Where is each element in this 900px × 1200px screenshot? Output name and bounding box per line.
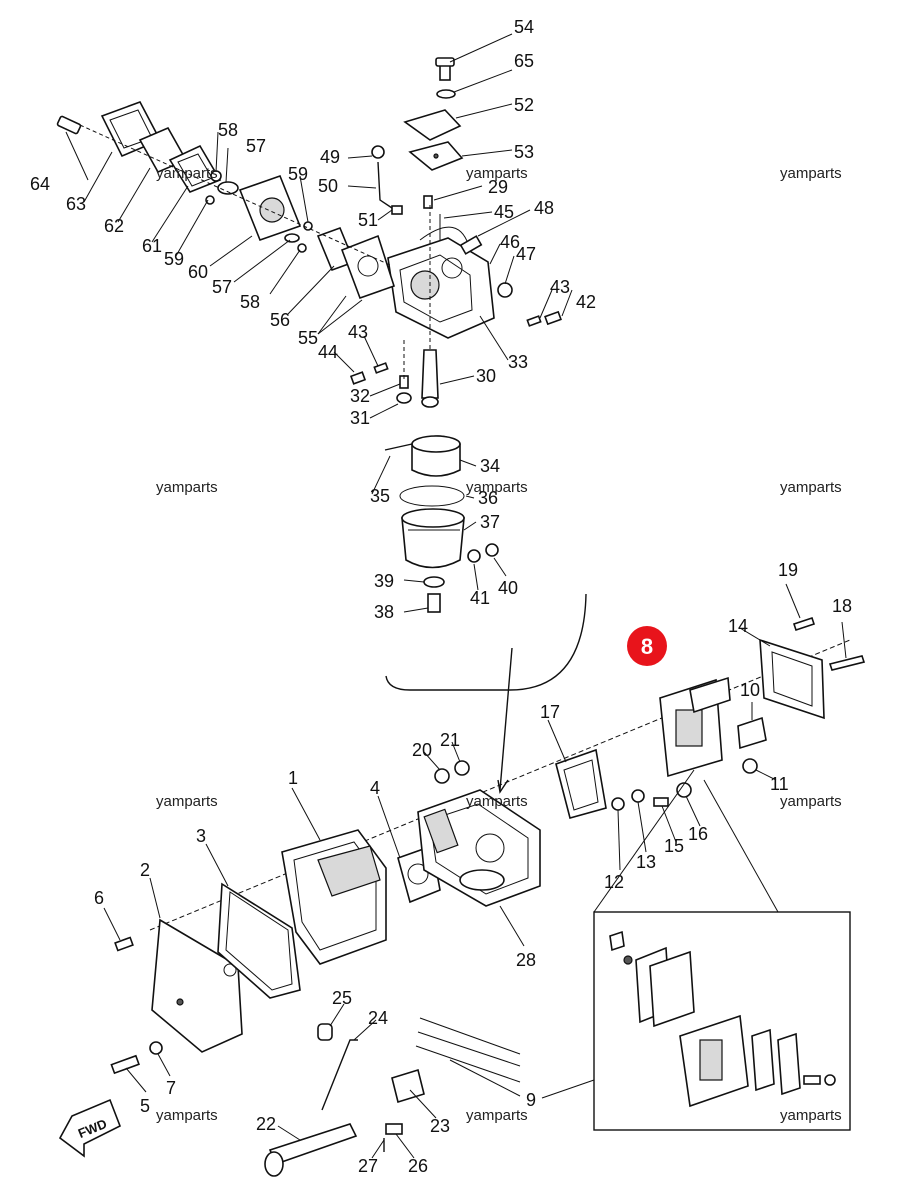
callout-13: 13 [636,852,656,872]
callout-43-right: 43 [550,277,570,297]
callout-56: 56 [270,310,290,330]
callout-labels: 54 65 52 53 29 45 48 46 47 43 42 33 30 4… [30,17,852,1176]
callout-15: 15 [664,836,684,856]
watermark-text: yamparts [780,793,842,810]
callout-7: 7 [166,1078,176,1098]
callout-63: 63 [66,194,86,214]
callout-28: 28 [516,950,536,970]
watermark-text: yamparts [156,165,218,182]
watermark-text: yamparts [466,165,528,182]
callout-22: 22 [256,1114,276,1134]
watermark-text: yamparts [780,1107,842,1124]
callout-9: 9 [526,1090,536,1110]
fwd-arrow-icon [58,1098,122,1158]
callout-59-right: 59 [288,164,308,184]
callout-50: 50 [318,176,338,196]
callout-43-left: 43 [348,322,368,342]
callout-52: 52 [514,95,534,115]
watermark-text: yamparts [156,793,218,810]
callout-24: 24 [368,1008,388,1028]
callout-33: 33 [508,352,528,372]
callout-29: 29 [488,177,508,197]
callout-37: 37 [480,512,500,532]
watermark-text: yamparts [156,479,218,496]
watermark-text: yamparts [466,1107,528,1124]
callout-34: 34 [480,456,500,476]
callout-2: 2 [140,860,150,880]
callout-38: 38 [374,602,394,622]
callout-10: 10 [740,680,760,700]
callout-1: 1 [288,768,298,788]
callout-27: 27 [358,1156,378,1176]
callout-32: 32 [350,386,370,406]
upper-left-flange-parts [56,101,395,300]
callout-47: 47 [516,244,536,264]
callout-49: 49 [320,147,340,167]
callout-31: 31 [350,408,370,428]
callout-5: 5 [140,1096,150,1116]
callout-57-bottom: 57 [212,277,232,297]
callout-17: 17 [540,702,560,722]
callout-30: 30 [476,366,496,386]
callout-65: 65 [514,51,534,71]
callout-46: 46 [500,232,520,252]
callout-54: 54 [514,17,534,37]
callout-16: 16 [688,824,708,844]
callout-57-top: 57 [246,136,266,156]
callout-40: 40 [498,578,518,598]
callout-14: 14 [728,616,748,636]
callout-60: 60 [188,262,208,282]
callout-4: 4 [370,778,380,798]
callout-3: 3 [196,826,206,846]
watermark-text: yamparts [466,479,528,496]
callout-41: 41 [470,588,490,608]
callout-48: 48 [534,198,554,218]
leader-lines [65,33,847,1159]
callout-23: 23 [430,1116,450,1136]
callout-53: 53 [514,142,534,162]
callout-19: 19 [778,560,798,580]
callout-64: 64 [30,174,50,194]
callout-36: 36 [478,488,498,508]
callout-61: 61 [142,236,162,256]
callout-58-top: 58 [218,120,238,140]
carburetor-upper-assembly [349,57,562,408]
callout-62: 62 [104,216,124,236]
callout-18: 18 [832,596,852,616]
lower-assembly [58,616,866,1177]
watermark-text: yamparts [780,479,842,496]
watermarks: yamparts yamparts yamparts yamparts yamp… [156,165,842,1124]
highlight-badge[interactable]: 8 [627,626,667,666]
callout-6: 6 [94,888,104,908]
callout-51: 51 [358,210,378,230]
callout-42: 42 [576,292,596,312]
watermark-text: yamparts [466,793,528,810]
callout-45: 45 [494,202,514,222]
callout-35: 35 [370,486,390,506]
callout-26: 26 [408,1156,428,1176]
watermark-text: yamparts [780,165,842,182]
callout-55: 55 [298,328,318,348]
callout-39: 39 [374,571,394,591]
callout-25: 25 [332,988,352,1008]
highlight-badge-label: 8 [641,634,653,659]
callout-11: 11 [770,774,789,794]
callout-44: 44 [318,342,338,362]
callout-59-left: 59 [164,249,184,269]
inset-detail-box [593,769,851,1131]
callout-20: 20 [412,740,432,760]
callout-21: 21 [440,730,460,750]
watermark-text: yamparts [156,1107,218,1124]
callout-12: 12 [604,872,624,892]
float-bowl-assembly [384,435,587,794]
callout-58-bottom: 58 [240,292,260,312]
